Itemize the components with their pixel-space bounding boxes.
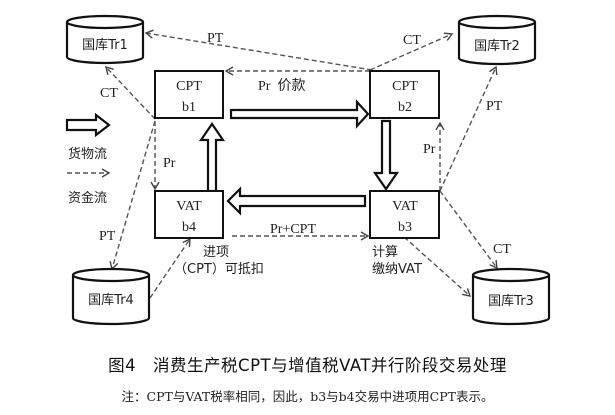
legend-money-flow-label: 资金流: [68, 190, 107, 206]
node-b3-title: VAT: [392, 199, 418, 214]
label-b3-b2: Pr: [423, 142, 436, 157]
node-b2-id: b2: [398, 100, 412, 115]
legend: 货物流 资金流: [65, 112, 111, 206]
node-b2-title: CPT: [392, 79, 418, 94]
label-b2-tr2: CT: [403, 33, 421, 48]
edge-tr4-to-b4: [149, 237, 191, 299]
edge-b3-to-tr3: [439, 190, 498, 270]
label-b2-b1: Pr 价款: [258, 78, 305, 94]
edge-b1-to-tr1: [105, 65, 156, 120]
label-b2-tr1: PT: [207, 31, 224, 46]
node-b4-title: VAT: [176, 199, 202, 214]
label-b3-tr2: PT: [486, 99, 503, 114]
goods-flow-arrows: [198, 99, 400, 216]
node-b2: CPT b2: [369, 70, 440, 119]
treasury-tr1: 国库Tr1: [65, 14, 145, 65]
label-b1-tr1: CT: [100, 86, 118, 101]
b4-note-line1: 进项: [203, 245, 229, 260]
treasury-tr4: 国库Tr4: [71, 267, 151, 326]
treasury-tr2-label: 国库Tr2: [474, 38, 520, 54]
label-b3-tr3: CT: [493, 242, 511, 257]
label-b4-b3: Pr+CPT: [270, 222, 316, 237]
label-b1-tr4: PT: [99, 229, 116, 244]
legend-goods-arrow-icon: [65, 112, 111, 138]
b3-note-line1: 计算: [372, 245, 398, 260]
goods-arrow-b4-to-b1: [198, 122, 226, 193]
edge-b3-to-tr3-vat: [403, 236, 472, 297]
label-b1-b4: Pr: [163, 156, 176, 171]
b4-note-line2: （CPT）可抵扣: [174, 262, 264, 277]
figure-caption-title: 图4 消费生产税CPT与增值税VAT并行阶段交易处理: [108, 356, 507, 375]
annotations: 进项 （CPT）可抵扣 计算 缴纳VAT: [174, 245, 422, 277]
goods-arrow-b1-to-b2: [229, 99, 370, 129]
node-b3: VAT b3: [369, 190, 440, 239]
node-b4-id: b4: [182, 220, 196, 235]
goods-arrow-b2-to-b3: [372, 119, 400, 191]
treasury-tr1-label: 国库Tr1: [82, 37, 128, 53]
money-flow-edges: [105, 29, 498, 299]
edge-b2-to-tr1: [144, 29, 373, 71]
edge-b3-to-tr2: [439, 65, 498, 192]
edge-b1-to-tr4: [109, 120, 156, 271]
node-b1-title: CPT: [176, 79, 202, 94]
node-b1-id: b1: [182, 100, 196, 115]
b3-note-line2: 缴纳VAT: [372, 262, 422, 277]
edge-labels: PT CT CT Pr 价款 Pr Pr PT PT Pr+CPT CT: [99, 31, 511, 257]
node-b1: CPT b1: [154, 70, 224, 119]
edge-b2-to-tr2: [369, 32, 454, 71]
node-b4: VAT b4: [154, 190, 224, 239]
treasury-tr2: 国库Tr2: [457, 14, 537, 66]
treasury-tr4-label: 国库Tr4: [88, 292, 134, 308]
figure-caption-note: 注：CPT与VAT税率相同，因此，b3与b4交易中进项用CPT表示。: [121, 389, 494, 404]
transaction-flow-diagram: CPT b1 CPT b2 VAT b3 VAT b4 国库Tr1 国库Tr2 …: [65, 14, 551, 326]
legend-goods-flow-label: 货物流: [68, 146, 107, 162]
node-b3-id: b3: [398, 220, 412, 235]
treasury-tr3-label: 国库Tr3: [488, 293, 534, 309]
goods-arrow-b3-to-b4: [226, 186, 367, 216]
treasury-tr3: 国库Tr3: [471, 267, 551, 326]
